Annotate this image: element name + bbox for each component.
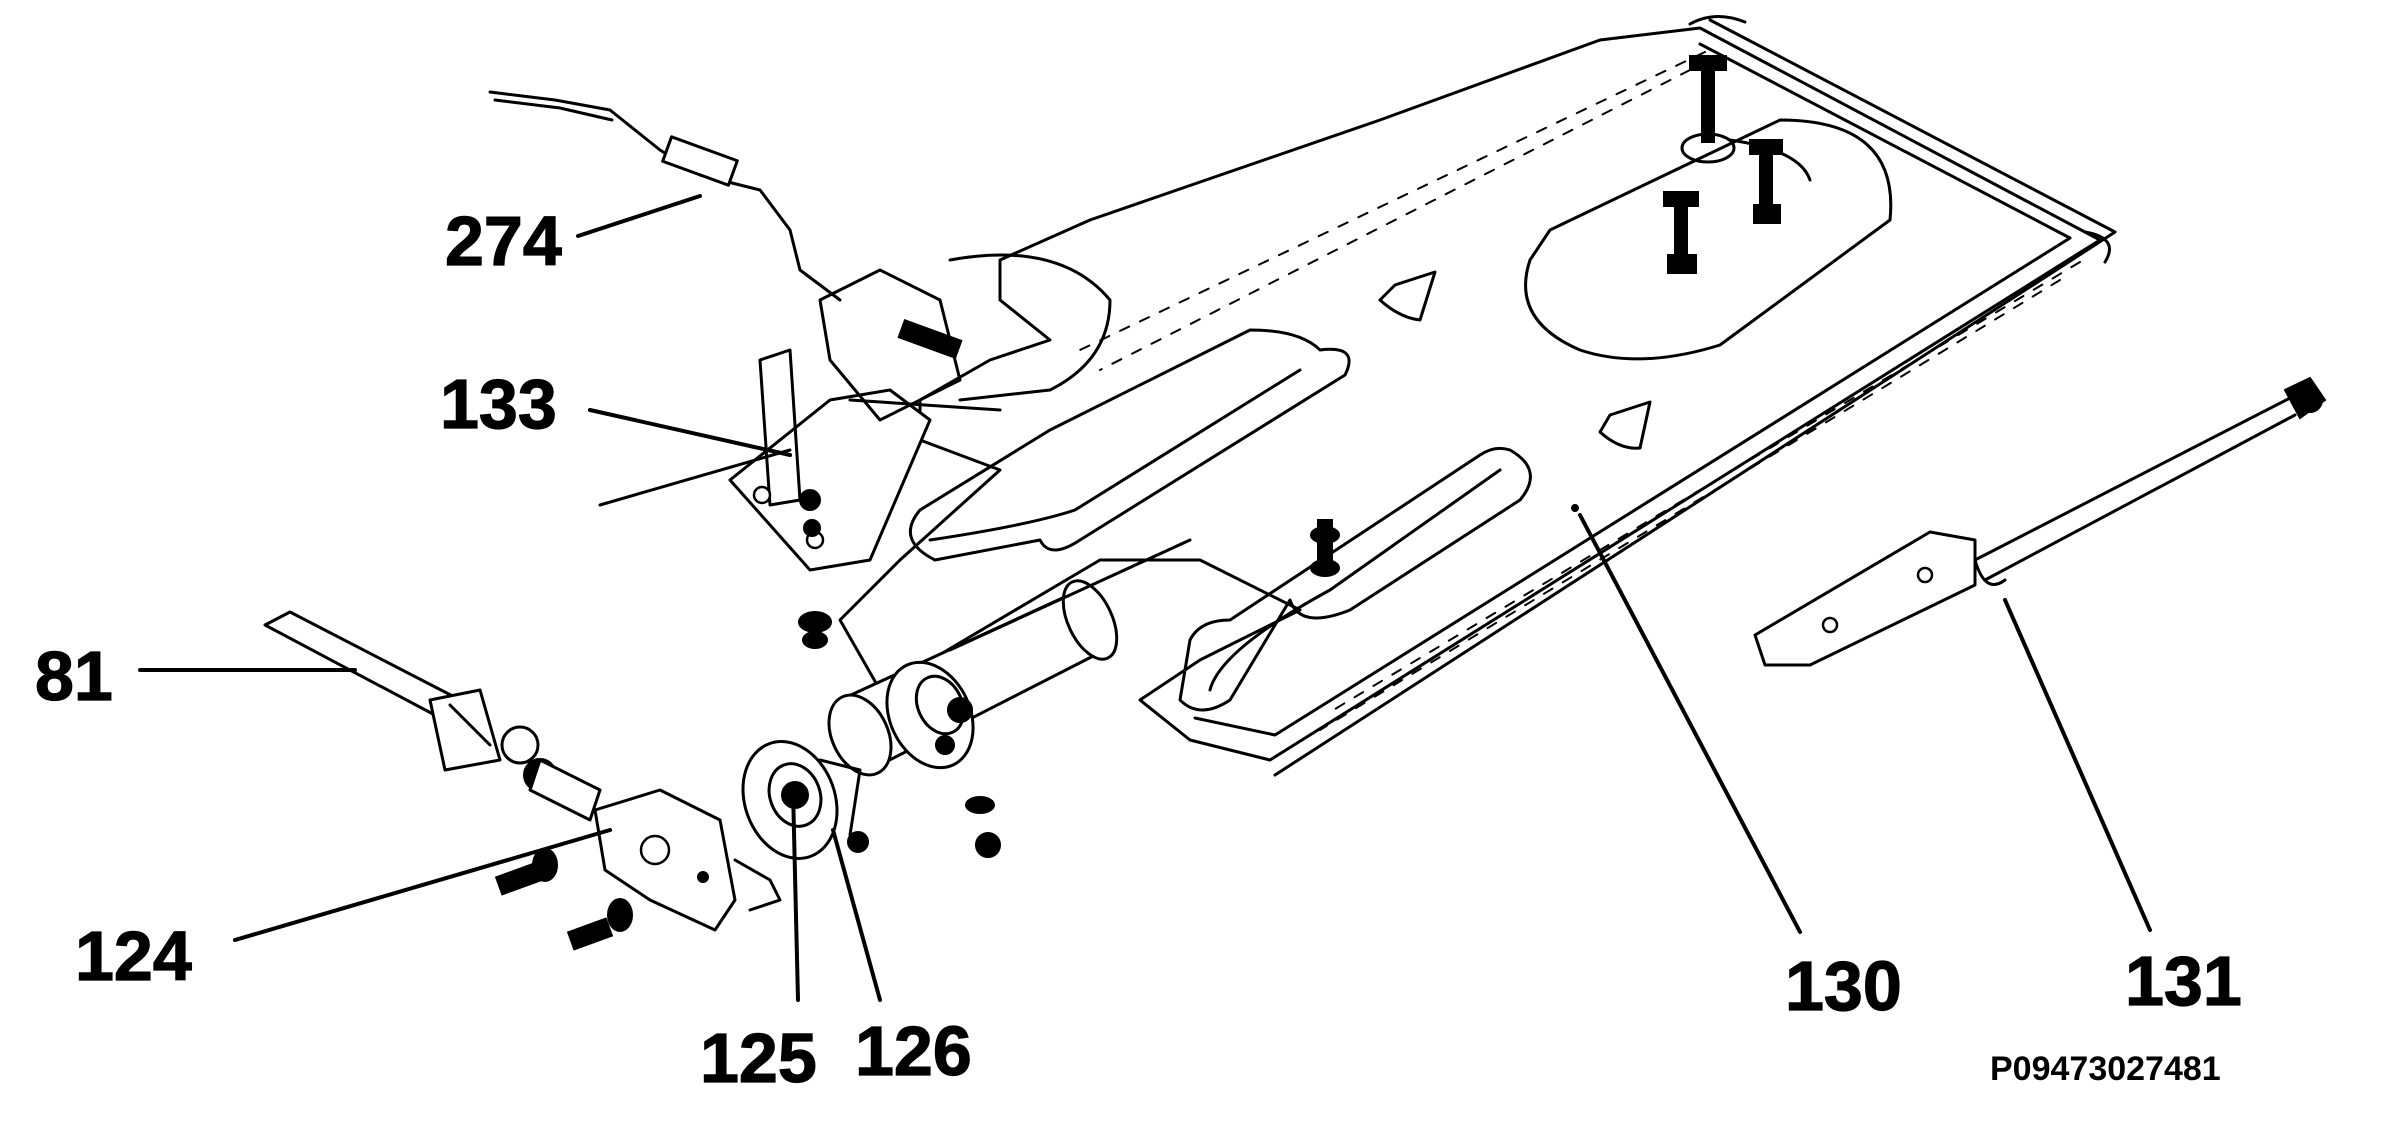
valve-screw-1 <box>494 848 558 896</box>
label-131: 131 <box>2125 942 2242 1020</box>
frame-tab-1 <box>1378 270 1437 322</box>
frame-tab-2 <box>1598 400 1652 450</box>
gas-inlet-pipe <box>263 610 602 822</box>
burner-ports <box>1079 51 2081 731</box>
venturi-tube <box>827 538 1192 777</box>
igniter-electrode <box>488 90 1112 422</box>
leader-274 <box>576 194 702 238</box>
plate-bolt-2 <box>1749 139 1783 224</box>
leader-125 <box>791 788 800 1002</box>
label-274: 274 <box>445 202 562 280</box>
electrode-bracket <box>598 348 932 649</box>
valve-screw-2 <box>566 898 633 951</box>
leader-133 <box>588 408 792 457</box>
label-125: 125 <box>700 1019 817 1097</box>
leader-lines <box>138 194 2152 1002</box>
plate-bolt-3 <box>1663 191 1699 274</box>
label-126: 126 <box>855 1012 972 1090</box>
label-130: 130 <box>1785 947 1902 1025</box>
lower-screw <box>965 796 1001 858</box>
label-81: 81 <box>35 637 113 715</box>
leader-131 <box>2003 598 2152 932</box>
diagram-reference-code: P09473027481 <box>1990 1050 2221 1088</box>
plate-bolt-1 <box>1680 55 1812 182</box>
mounting-plate <box>1524 118 1893 361</box>
part-labels: 274 133 81 124 125 126 130 131 <box>34 201 2242 1097</box>
venturi-screw <box>1310 519 1340 577</box>
label-124: 124 <box>75 917 192 995</box>
gas-valve-body <box>593 788 782 932</box>
ignition-bracket <box>1753 376 2327 667</box>
leader-130 <box>1578 513 1802 934</box>
leader-124 <box>233 828 612 942</box>
leader-126 <box>831 828 882 1002</box>
label-133: 133 <box>440 365 557 443</box>
orifice-holder <box>741 740 869 860</box>
burner-frame <box>838 15 2117 777</box>
